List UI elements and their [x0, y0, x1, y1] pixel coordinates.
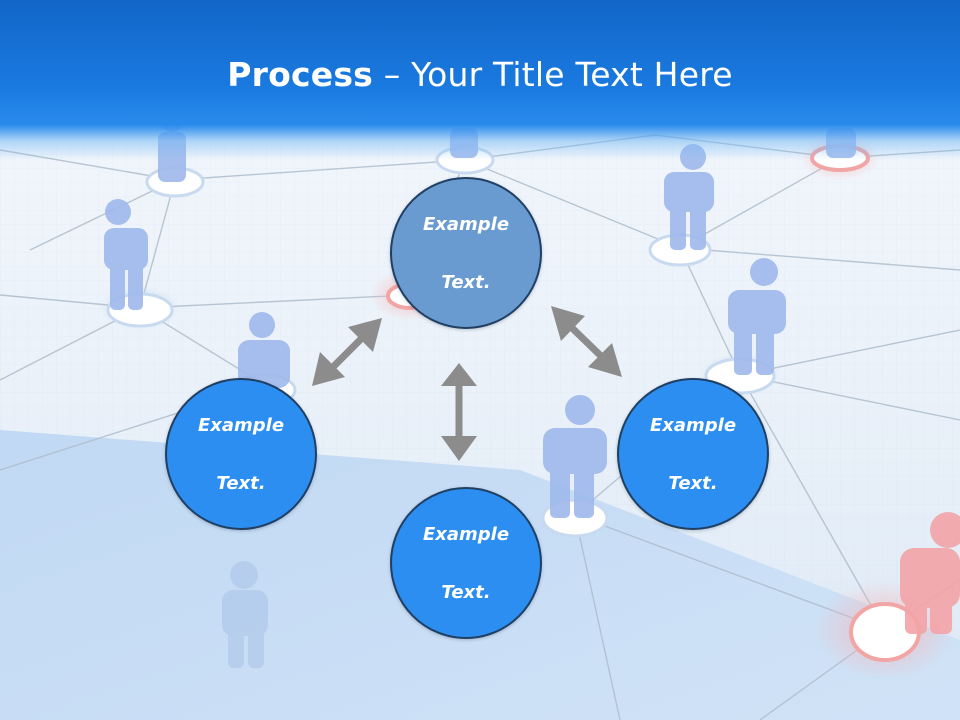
node-bottom-line1: Example	[422, 523, 510, 545]
title-bar	[0, 0, 960, 160]
node-bottom-line2: Text.	[441, 581, 491, 603]
double-arrow-left-icon	[312, 318, 382, 386]
node-top-line2: Text.	[441, 271, 491, 293]
node-top-line1: Example	[422, 213, 510, 235]
double-arrow-right-icon	[551, 306, 622, 377]
node-right-line1: Example	[649, 414, 737, 436]
node-left-line2: Text.	[216, 472, 266, 494]
node-left-line1: Example	[197, 414, 285, 436]
title-bold-text: Process	[227, 55, 374, 94]
title-rest-text: – Your Title Text Here	[373, 55, 733, 94]
slide-title: Process – Your Title Text Here	[0, 52, 960, 98]
double-arrow-vertical-icon	[441, 363, 477, 461]
node-right-line2: Text.	[668, 472, 718, 494]
